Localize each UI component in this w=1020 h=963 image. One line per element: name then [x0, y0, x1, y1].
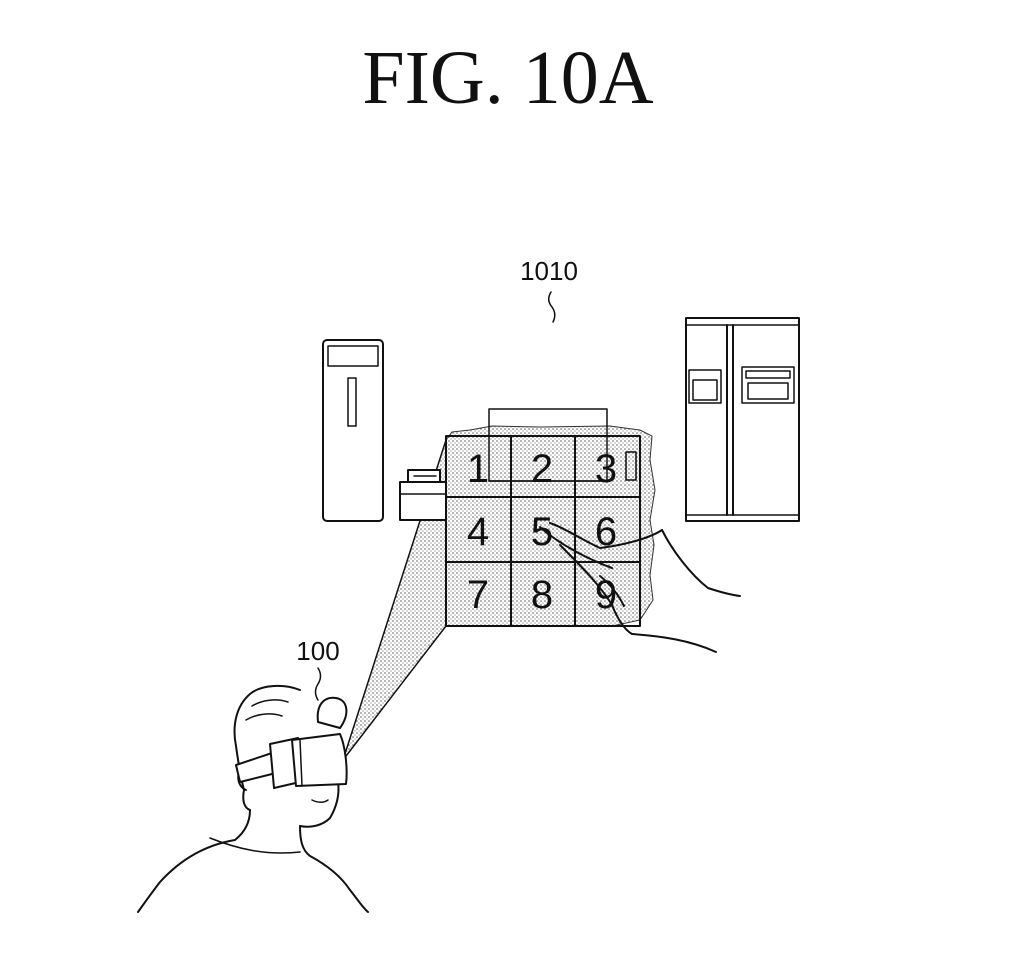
view-cone-edge-bottom	[342, 625, 447, 761]
keypad-key-3[interactable]: 3	[595, 447, 617, 491]
reference-label-100: 100	[296, 636, 339, 666]
hand-icon	[539, 522, 741, 653]
keypad-key-4[interactable]: 4	[467, 510, 489, 554]
reference-leader-100	[314, 667, 322, 701]
keypad-key-2[interactable]: 2	[531, 447, 553, 491]
refrigerator-icon	[685, 317, 800, 522]
keypad-key-8[interactable]: 8	[531, 573, 553, 617]
head-mounted-display-icon	[291, 733, 348, 787]
speaker-icon	[625, 451, 637, 481]
set-top-box	[407, 469, 441, 483]
reference-leader-1010	[548, 291, 556, 323]
virtual-keypad: 1 2 3 4 5 6 7 8 9	[445, 408, 656, 627]
keypad-key-1[interactable]: 1	[467, 447, 489, 491]
figure-title: FIG. 10A	[362, 36, 653, 120]
keypad-key-5[interactable]: 5	[531, 510, 553, 554]
keypad-key-6[interactable]: 6	[595, 510, 617, 554]
air-purifier-icon	[322, 339, 384, 522]
keypad-key-7[interactable]: 7	[467, 573, 489, 617]
reference-label-1010: 1010	[520, 256, 578, 286]
keypad-grid	[445, 435, 641, 627]
user-figure	[137, 684, 369, 913]
